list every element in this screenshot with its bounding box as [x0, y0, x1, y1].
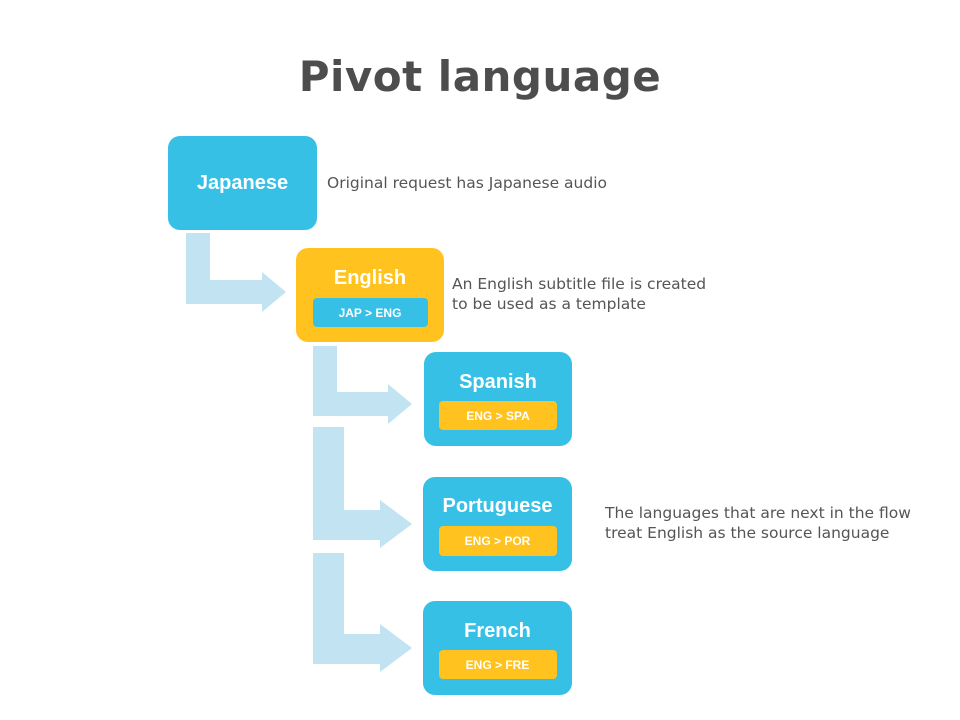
node-japanese: Japanese [168, 136, 317, 230]
arrow-english-to-french [313, 553, 412, 672]
arrow-japanese-to-english [186, 233, 286, 312]
note-flow: The languages that are next in the flow … [605, 504, 911, 542]
arrow-english-to-portuguese [313, 427, 412, 548]
node-english-tag: JAP > ENG [312, 298, 428, 327]
page-title: Pivot language [298, 52, 662, 101]
node-english: English JAP > ENG [296, 248, 444, 342]
node-portuguese-label: Portuguese [442, 495, 553, 517]
node-french-label: French [464, 620, 531, 642]
node-english-label: English [333, 267, 407, 289]
node-french: French ENG > FRE [423, 601, 572, 695]
node-spanish-tag: ENG > SPA [439, 401, 557, 430]
arrow-english-to-spanish [313, 346, 412, 424]
node-french-tag: ENG > FRE [438, 650, 557, 679]
node-japanese-label: Japanese [196, 171, 289, 194]
node-portuguese-tag: ENG > POR [438, 526, 557, 556]
note-japanese: Original request has Japanese audio [327, 174, 608, 192]
node-spanish: Spanish ENG > SPA [424, 352, 572, 446]
node-portuguese: Portuguese ENG > POR [423, 477, 572, 571]
note-english: An English subtitle file is created to b… [452, 275, 707, 313]
node-spanish-label: Spanish [459, 371, 537, 393]
